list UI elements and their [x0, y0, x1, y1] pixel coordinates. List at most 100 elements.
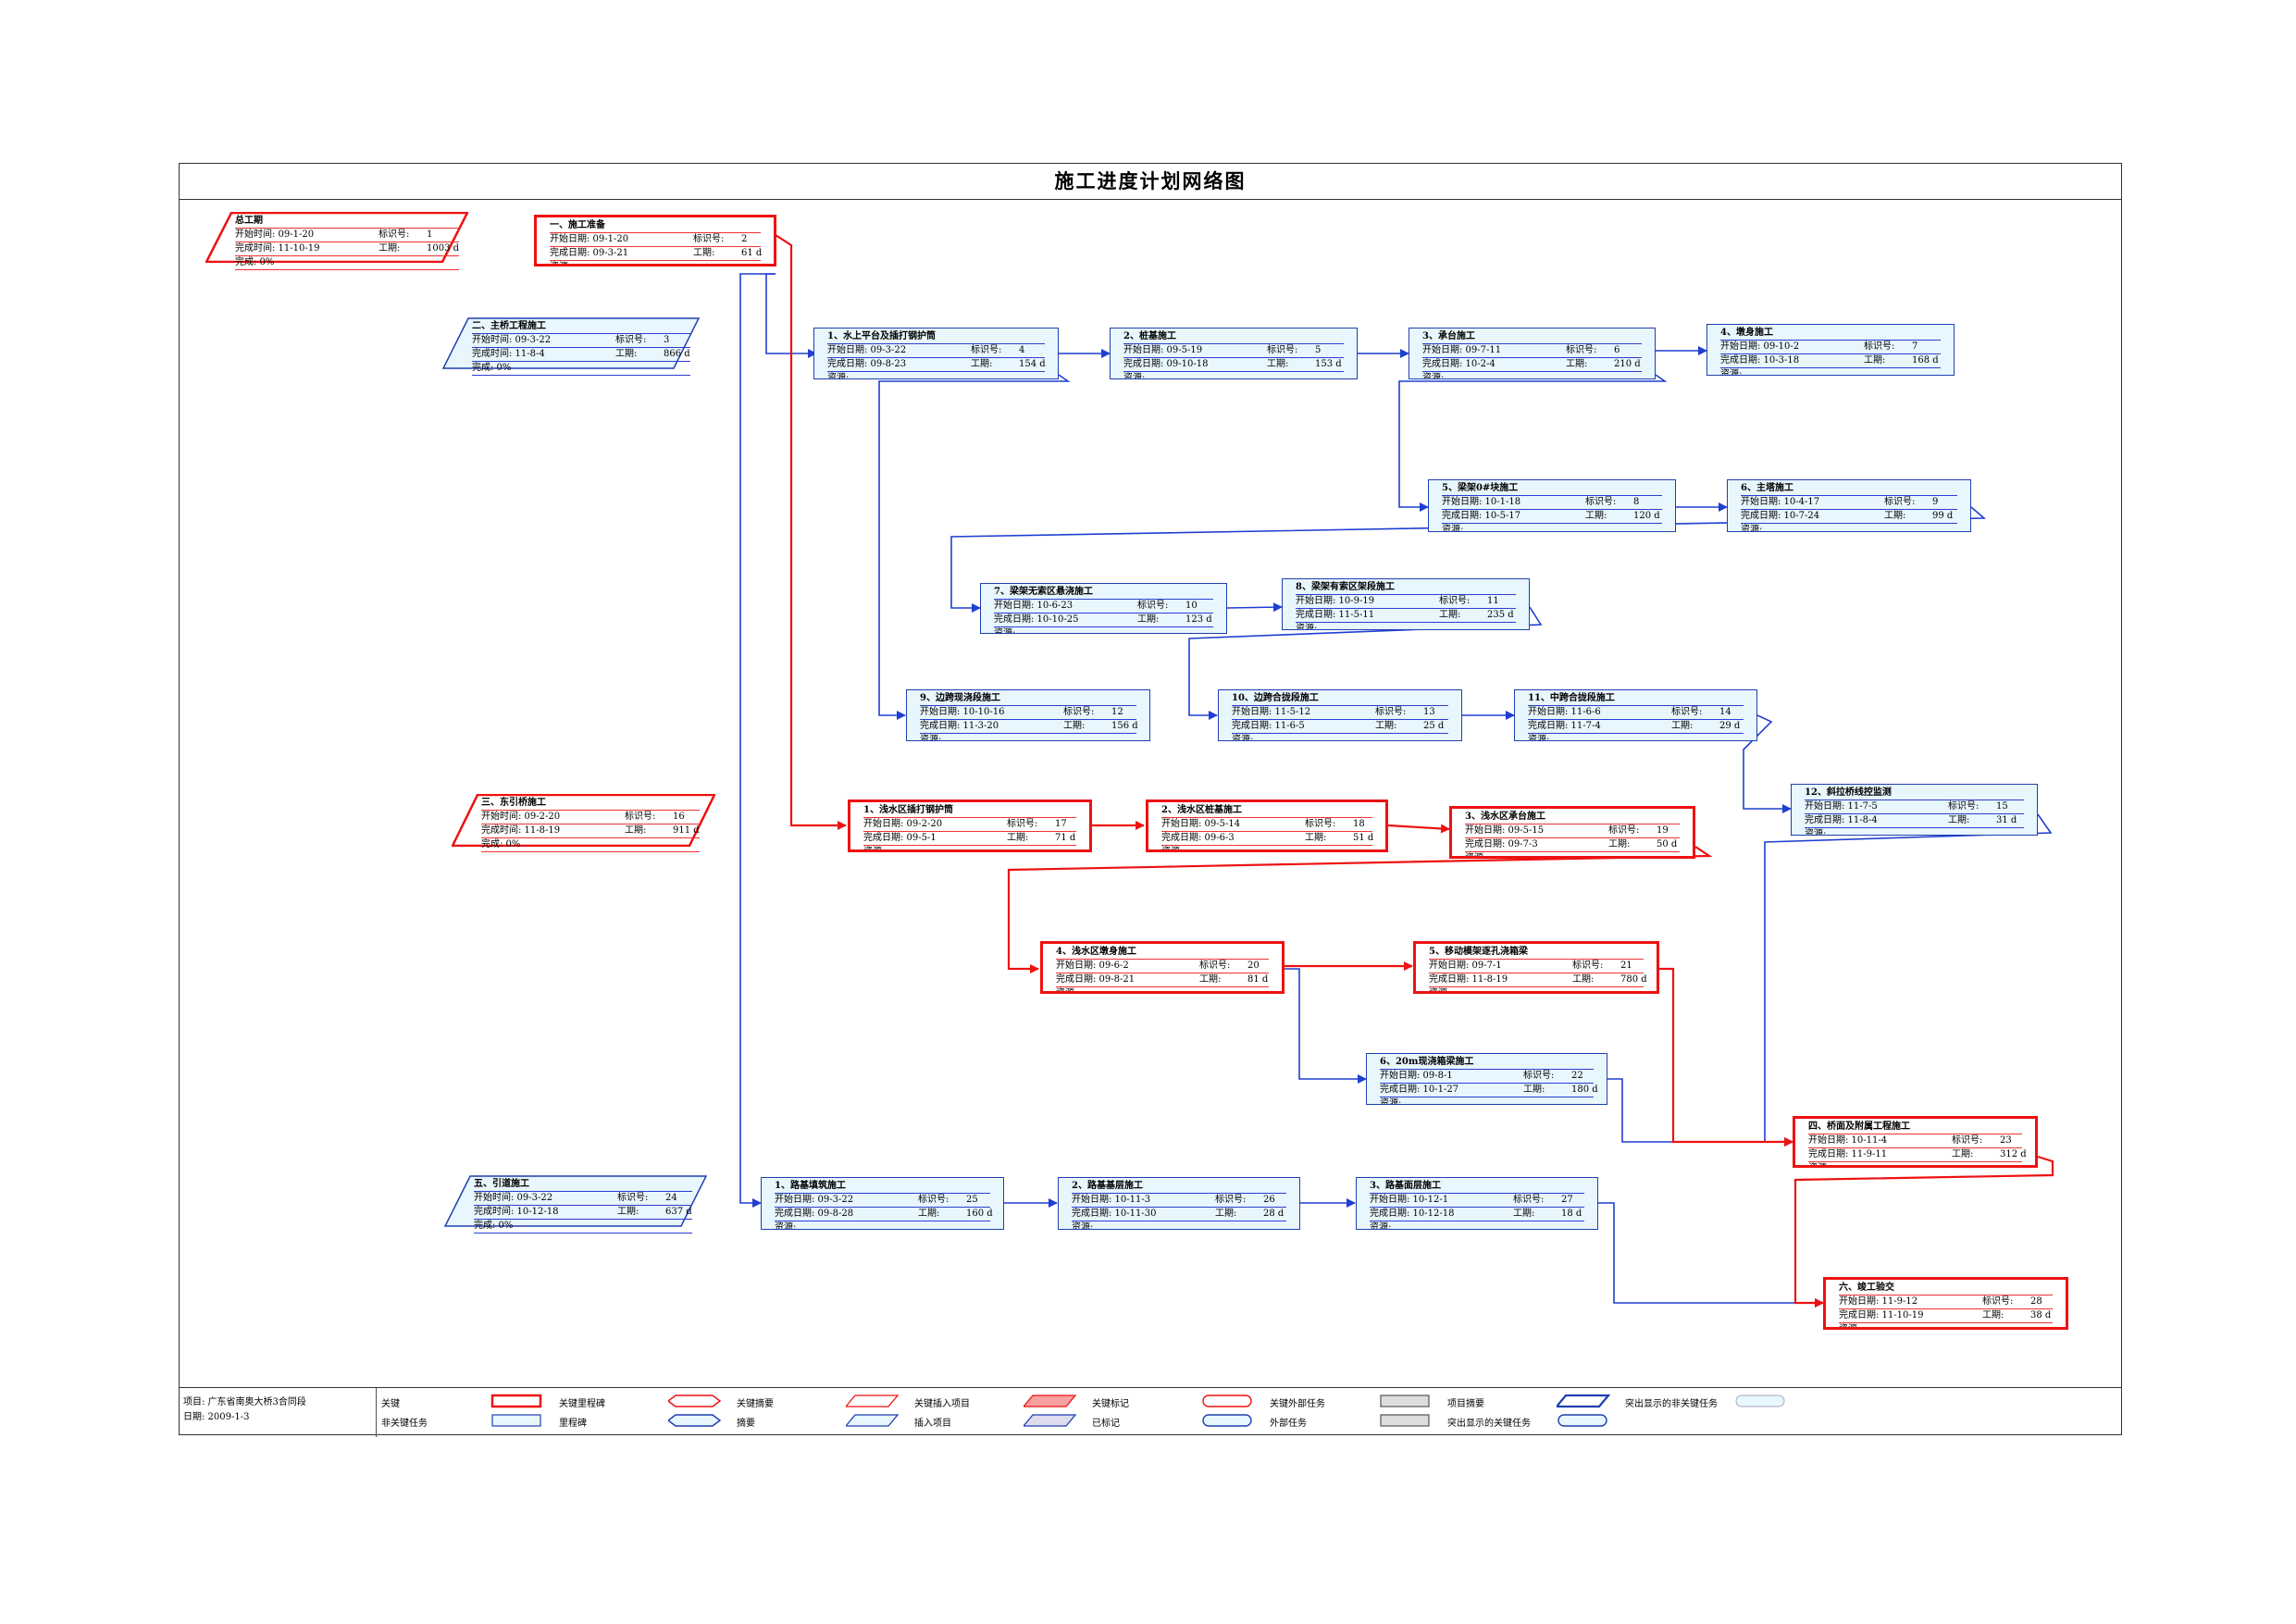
- link-20-22: [1285, 968, 1367, 1084]
- field-value: 18 d: [1561, 1209, 1582, 1219]
- field-value: 911 d: [673, 825, 700, 836]
- field-value: 120 d: [1633, 511, 1660, 521]
- field-value: 开始日期: 10-11-3: [1072, 1195, 1151, 1205]
- field-value: 开始日期: 09-3-22: [827, 345, 907, 355]
- link-15-23: [1764, 813, 2053, 1147]
- task-resource: 资源:: [1465, 853, 1487, 859]
- field-value: 开始日期: 09-1-20: [550, 234, 629, 244]
- field-value: 开始日期: 09-7-11: [1422, 345, 1502, 355]
- field-value: 工期:: [615, 349, 638, 359]
- task-name: 8、梁架有索区架段施工: [1296, 581, 1516, 595]
- legend-label: 突出显示的非关键任务: [1625, 1399, 1718, 1409]
- field-value: 28 d: [1263, 1209, 1285, 1219]
- field-value: 235 d: [1487, 610, 1514, 620]
- legend-label: 关键插入项目: [914, 1399, 970, 1409]
- field-value: 标识号:: [1215, 1195, 1247, 1205]
- field-value: 123 d: [1185, 614, 1212, 625]
- field-value: 81 d: [1247, 974, 1269, 985]
- field-value: 工期:: [1982, 1310, 2004, 1320]
- field-value: 24: [665, 1193, 677, 1203]
- field-row: 完成: 0%: [235, 256, 460, 270]
- field-value: 标识号:: [918, 1195, 949, 1205]
- field-value: 工期:: [1215, 1209, 1237, 1219]
- task-name: 11、中跨合拢段施工: [1528, 692, 1744, 706]
- field-value: 完成日期: 10-7-24: [1741, 511, 1820, 521]
- field-value: 开始日期: 11-5-12: [1232, 707, 1311, 717]
- legend-swatch: [491, 1414, 541, 1427]
- task-resource: 资源:: [1370, 1222, 1392, 1230]
- task-resource: 资源:: [550, 261, 761, 264]
- field-value: 标识号:: [1137, 601, 1169, 611]
- summary-name: 五、引道施工: [474, 1178, 692, 1192]
- field-value: 完成: 0%: [472, 363, 512, 373]
- field-value: 完成日期: 11-5-11: [1296, 610, 1375, 620]
- field-value: 9: [1932, 497, 1939, 507]
- field-value: 50 d: [1657, 839, 1678, 849]
- legend-panel: 项目: 广东省南奥大桥3合同段 日期: 2009-1-3 关键关键里程碑关键摘要…: [180, 1387, 2121, 1437]
- field-value: 标识号:: [1864, 341, 1895, 352]
- field-value: 开始日期: 09-8-1: [1380, 1071, 1453, 1081]
- field-value: 工期:: [1199, 974, 1222, 985]
- field-value: 完成: 0%: [235, 257, 275, 267]
- field-value: 工期:: [1566, 359, 1588, 369]
- task-resource: 资源:: [1380, 1098, 1402, 1105]
- link-14-15: [1743, 714, 1792, 813]
- diagram-title: 施工进度计划网络图: [180, 164, 2121, 200]
- link-2-17: [775, 234, 847, 830]
- field-value: 标识号:: [1267, 345, 1298, 355]
- field-value: 完成日期: 11-7-4: [1528, 721, 1601, 731]
- field-value: 61 d: [741, 248, 763, 258]
- task-name: 7、梁架无索区悬浇施工: [994, 586, 1213, 600]
- link-11-13: [1188, 606, 1543, 720]
- field-value: 3: [664, 335, 670, 345]
- task-resource: 资源:: [1232, 735, 1254, 741]
- field-value: 开始日期: 09-7-1: [1429, 961, 1502, 971]
- legend-swatch: [846, 1414, 900, 1427]
- task-name: 6、20m现浇箱梁施工: [1380, 1056, 1594, 1070]
- field-value: 工期:: [1305, 833, 1327, 843]
